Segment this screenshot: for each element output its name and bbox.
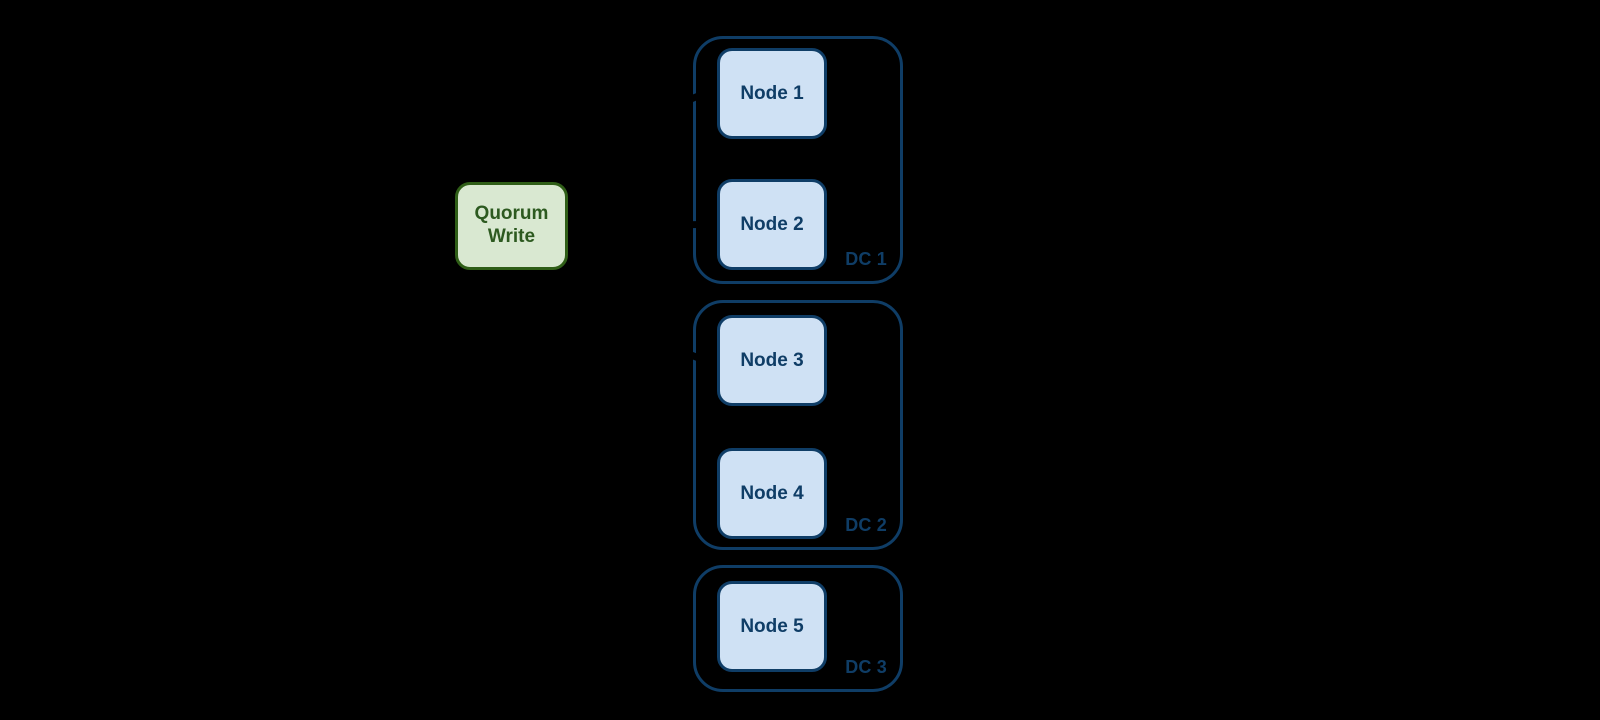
dc-3-container: DC 3 (693, 565, 903, 692)
dc-2-label: DC 2 (845, 515, 887, 535)
node-5: Node 5 (717, 581, 827, 672)
node-3-label: Node 3 (740, 349, 804, 371)
node-4-label: Node 4 (740, 482, 804, 504)
node-1: Node 1 (717, 48, 827, 139)
node-3: Node 3 (717, 315, 827, 406)
node-4: Node 4 (717, 448, 827, 539)
quorum-write-label: Quorum Write (474, 203, 549, 247)
dc-2-container: DC 2 (693, 300, 903, 550)
dc-3-label: DC 3 (845, 657, 887, 677)
node-2: Node 2 (717, 179, 827, 270)
dc-1-label: DC 1 (845, 249, 887, 269)
node-1-label: Node 1 (740, 82, 804, 104)
node-5-label: Node 5 (740, 615, 804, 637)
quorum-write-box: Quorum Write (455, 182, 568, 270)
node-2-label: Node 2 (740, 213, 804, 235)
